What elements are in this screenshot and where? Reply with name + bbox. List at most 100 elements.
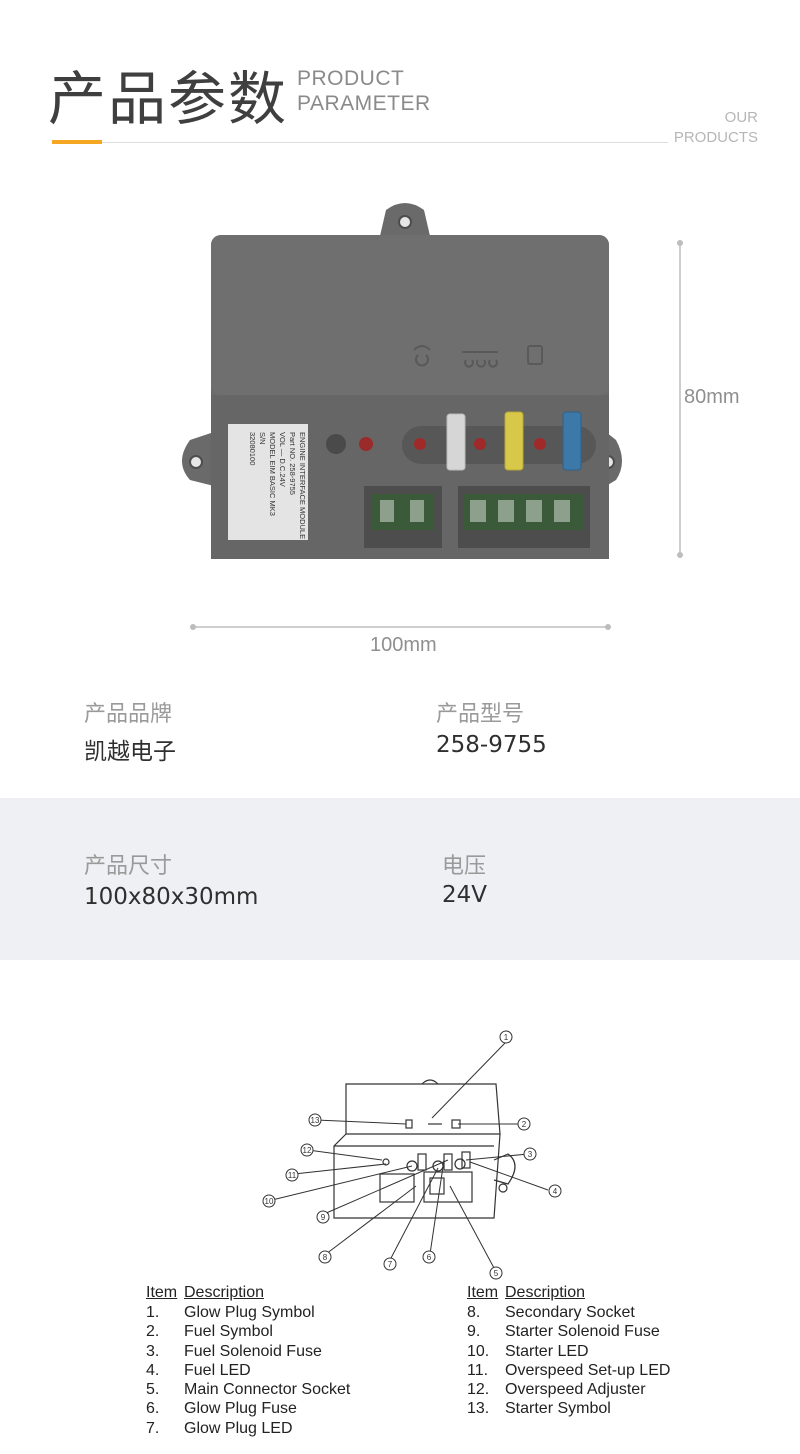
legend-desc: Main Connector Socket [184, 1381, 351, 1399]
legend-num: 12. [467, 1381, 490, 1399]
legend-row: 10. Starter LED [467, 1342, 670, 1361]
label-line-5: S/N [258, 432, 267, 445]
legend-num: 6. [146, 1400, 160, 1418]
callout-13: 13 [311, 1116, 320, 1125]
size-label: 产品尺寸 [84, 854, 173, 879]
legend-num: 5. [146, 1381, 160, 1399]
our-products-tag: OUR PRODUCTS [674, 108, 758, 148]
spec-row-2: 产品尺寸 100x80x30mm 电压 24V [0, 798, 800, 960]
legend-row: 8. Secondary Socket [467, 1303, 670, 1322]
header-accent-bar [52, 140, 102, 144]
legend-row: 6. Glow Plug Fuse [146, 1399, 350, 1418]
legend-desc: Starter Symbol [505, 1400, 611, 1418]
legend-num: 7. [146, 1419, 160, 1437]
callout-6: 6 [427, 1253, 432, 1262]
callout-5: 5 [494, 1269, 499, 1278]
model-label: 产品型号 [436, 702, 525, 727]
legend-desc: Glow Plug Symbol [184, 1304, 315, 1321]
model-value: 258-9755 [436, 732, 547, 758]
legend-right: Item Description 8. Secondary Socket 9. St… [467, 1284, 670, 1419]
legend-num: 3. [146, 1342, 160, 1360]
led-starter [359, 437, 373, 451]
legend-desc: Fuel Solenoid Fuse [184, 1342, 322, 1360]
page-subtitle-en: PRODUCT PARAMETER [297, 66, 431, 116]
black-button [326, 434, 346, 454]
callout-10: 10 [265, 1197, 274, 1206]
legend-num: 9. [467, 1323, 481, 1341]
callout-3: 3 [528, 1150, 533, 1159]
product-label-sticker [228, 424, 308, 540]
left-mount-hole [189, 455, 203, 469]
legend-row: 4. Fuel LED [146, 1361, 350, 1380]
brand-label: 产品品牌 [84, 702, 173, 727]
label-line-4: MODEL EIM BASIC MK3 [268, 432, 277, 516]
led-overspeed [534, 438, 546, 450]
height-dimension-label: 80mm [684, 386, 740, 408]
legend-row: 5. Main Connector Socket [146, 1380, 350, 1399]
our-line-1: OUR [724, 109, 758, 126]
legend-num: 13. [467, 1400, 490, 1418]
led-fuel [474, 438, 486, 450]
legend-row: 11.Overspeed Set-up LED [467, 1361, 670, 1380]
legend-right-header: Item Description [467, 1284, 670, 1303]
legend-row: 9. Starter Solenoid Fuse [467, 1322, 670, 1341]
callout-8: 8 [323, 1253, 328, 1262]
callout-9: 9 [321, 1213, 326, 1222]
led-glow-plug [414, 438, 426, 450]
label-line-2: Part NO. 258-9755 [288, 432, 297, 495]
legend-desc: Fuel Symbol [184, 1323, 273, 1341]
legend-row: 13. Starter Symbol [467, 1399, 670, 1418]
diagram-module-outline [345, 1083, 501, 1135]
legend-row: 2. Fuel Symbol [146, 1322, 350, 1341]
callout-2: 2 [522, 1120, 527, 1129]
legend-left-header: Item Description [146, 1284, 350, 1303]
fuse-yellow [504, 411, 524, 471]
voltage-value: 24V [442, 882, 488, 908]
legend-desc: Secondary Socket [505, 1304, 635, 1321]
header-divider [52, 142, 668, 143]
legend-num: 11. [467, 1361, 489, 1379]
legend-description-header: Description [505, 1284, 586, 1301]
legend-desc: Glow Plug LED [184, 1419, 293, 1437]
callout-diagram: 1 2 3 4 5 6 7 8 9 10 11 12 13 [262, 1030, 562, 1280]
legend-num: 2. [146, 1323, 160, 1341]
module-top-face [211, 235, 609, 395]
legend-desc: Overspeed Adjuster [505, 1381, 646, 1399]
fuse-clear [446, 413, 466, 471]
label-line-6: 32080100 [248, 432, 257, 465]
legend-desc: Starter Solenoid Fuse [505, 1323, 660, 1341]
legend-desc: Starter LED [505, 1342, 589, 1360]
label-line-1: ENGINE INTERFACE MODULE [298, 432, 307, 539]
legend-row: 7. Glow Plug LED [146, 1419, 350, 1438]
top-mount-hole [398, 215, 412, 229]
section-header: 产品参数 PRODUCT PARAMETER OUR PRODUCTS [0, 0, 800, 160]
legend-row: 3. Fuel Solenoid Fuse [146, 1342, 350, 1361]
brand-value: 凯越电子 [84, 739, 176, 765]
legend-desc: Glow Plug Fuse [184, 1400, 297, 1418]
label-line-3: VOL — D.C.24V [278, 432, 287, 487]
legend-num: 4. [146, 1361, 160, 1379]
embossed-symbols [413, 345, 543, 368]
legend-left: Item Description 1. Glow Plug Symbol 2. Fu… [146, 1284, 350, 1438]
callout-7: 7 [388, 1260, 393, 1269]
legend-row: 1. Glow Plug Symbol [146, 1303, 350, 1322]
fuse-blue [562, 411, 582, 471]
legend-num: 10. [467, 1342, 490, 1360]
subtitle-line-2: PARAMETER [297, 92, 431, 115]
spec-row-1: 产品品牌 凯越电子 产品型号 258-9755 [0, 680, 800, 798]
subtitle-line-1: PRODUCT [297, 67, 405, 90]
voltage-label: 电压 [442, 854, 487, 879]
legend-item-header: Item [146, 1284, 178, 1301]
legend-desc: Fuel LED [184, 1361, 251, 1379]
our-line-2: PRODUCTS [673, 129, 758, 146]
legend-row: 12. Overspeed Adjuster [467, 1380, 670, 1399]
legend-num: 1. [146, 1304, 160, 1321]
legend-item-header: Item [467, 1284, 499, 1301]
legend-description-header: Description [184, 1284, 265, 1301]
size-value: 100x80x30mm [84, 884, 259, 910]
callout-4: 4 [553, 1187, 558, 1196]
callout-11: 11 [288, 1171, 297, 1180]
product-photo: ENGINE INTERFACE MODULE Part NO. 258-975… [182, 203, 683, 630]
callout-1: 1 [504, 1033, 509, 1042]
legend-num: 8. [467, 1304, 481, 1321]
